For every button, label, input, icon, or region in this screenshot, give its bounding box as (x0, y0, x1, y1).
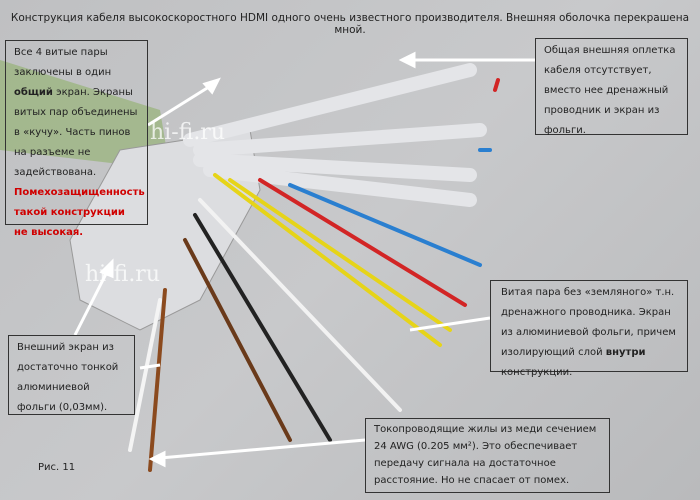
watermark: hi-fi.ru (85, 262, 160, 287)
text: Все 4 витые пары заключены в один (14, 47, 112, 78)
annotation-no-braid: Общая внешняя оплетка кабеля отсутствует… (535, 38, 688, 136)
warning-text: Помехозащищенность такой конструкции не … (14, 187, 145, 238)
bold-text: внутри (605, 347, 646, 358)
annotation-shared-shield: Все 4 витые пары заключены в один общий … (5, 40, 148, 238)
annotation-conductors: Токопроводящие жилы из меди сечением 24 … (365, 418, 610, 493)
bold-text: общий (14, 87, 53, 98)
annotation-twisted-pair: Витая пара без «земляного» т.н. дренажно… (490, 280, 688, 378)
figure-title: Конструкция кабеля высокоскоростного HDM… (10, 12, 690, 36)
text: Витая пара без «земляного» т.н. дренажно… (501, 287, 676, 358)
watermark: hi-fi.ru (150, 120, 225, 145)
annotation-outer-shield: Внешний экран из достаточно тонкой алюми… (8, 335, 135, 415)
figure-caption: Рис. 11 (38, 462, 76, 473)
text: конструкции. (501, 367, 573, 378)
text: экран. Экраны витых пар объединены в «ку… (14, 87, 138, 178)
